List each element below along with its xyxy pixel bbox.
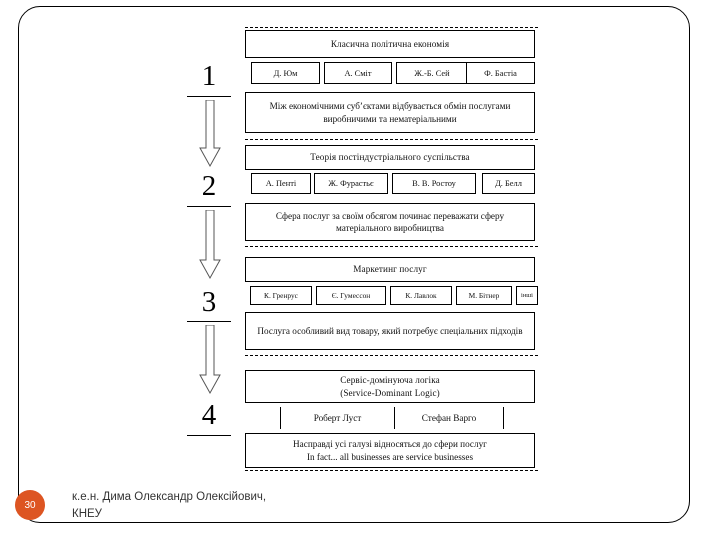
slide-number-badge: 30 bbox=[15, 490, 45, 520]
dashed-separator-3 bbox=[245, 355, 538, 356]
stage-2-statement: Сфера послуг за своїм обсягом починає пе… bbox=[245, 203, 535, 241]
step-number-3: 3 bbox=[201, 286, 217, 318]
stage-3-statement: Послуга особливий вид товару, який потре… bbox=[245, 312, 535, 350]
step-rule-1 bbox=[187, 96, 231, 97]
step-rule-4 bbox=[187, 435, 231, 436]
down-arrow-3-icon bbox=[198, 324, 222, 395]
stage-4-statement: Насправді усі галузі відносяться до сфер… bbox=[245, 433, 535, 468]
stage-4-title: Сервіс-домінуюча логіка (Service-Dominan… bbox=[245, 370, 535, 403]
stage-2-name-3: В. В. Ростоу bbox=[392, 173, 476, 194]
step-number-4: 4 bbox=[201, 399, 217, 431]
stage-2-name-4: Д. Белл bbox=[482, 173, 535, 194]
stage-3-name-1: К. Гренрус bbox=[250, 286, 312, 305]
down-arrow-1-icon bbox=[198, 99, 222, 168]
slide-border-frame bbox=[18, 6, 690, 523]
down-arrow-2-icon bbox=[198, 209, 222, 280]
stage-2-name-1: А. Пенті bbox=[251, 173, 311, 194]
stage-1-name-2: А. Сміт bbox=[324, 62, 392, 84]
stage-1-name-4: Ф. Бастіа bbox=[466, 62, 535, 84]
step-number-1: 1 bbox=[201, 60, 217, 92]
stage-1-name-1: Д. Юм bbox=[251, 62, 320, 84]
stage-3-name-4: М. Бітнер bbox=[456, 286, 512, 305]
stage-4-name-2: Стефан Варго bbox=[394, 407, 504, 429]
stage-1-name-3: Ж.-Б. Сей bbox=[396, 62, 468, 84]
dashed-separator-2 bbox=[245, 246, 538, 247]
stage-1-statement: Між економічними суб’єктами відбувається… bbox=[245, 92, 535, 133]
dashed-separator-top bbox=[245, 27, 538, 28]
step-rule-2 bbox=[187, 206, 231, 207]
stage-1-title: Класична політична економія bbox=[245, 30, 535, 58]
stage-3-title: Маркетинг послуг bbox=[245, 257, 535, 282]
stage-3-name-2: Є. Гумессон bbox=[316, 286, 386, 305]
footer-author-text: к.е.н. Дима Олександр Олексійович, КНЕУ bbox=[72, 491, 267, 521]
dashed-separator-1 bbox=[245, 139, 538, 140]
step-rule-3 bbox=[187, 321, 231, 322]
stage-4-name-1: Роберт Луст bbox=[280, 407, 395, 429]
dashed-separator-bottom bbox=[245, 470, 538, 471]
stage-3-name-5: інші bbox=[516, 286, 538, 305]
stage-2-title: Теорія постіндустріального суспільства bbox=[245, 145, 535, 170]
stage-2-name-2: Ж. Фурастьє bbox=[314, 173, 388, 194]
stage-3-name-3: К. Лавлок bbox=[390, 286, 452, 305]
step-number-2: 2 bbox=[201, 170, 217, 202]
